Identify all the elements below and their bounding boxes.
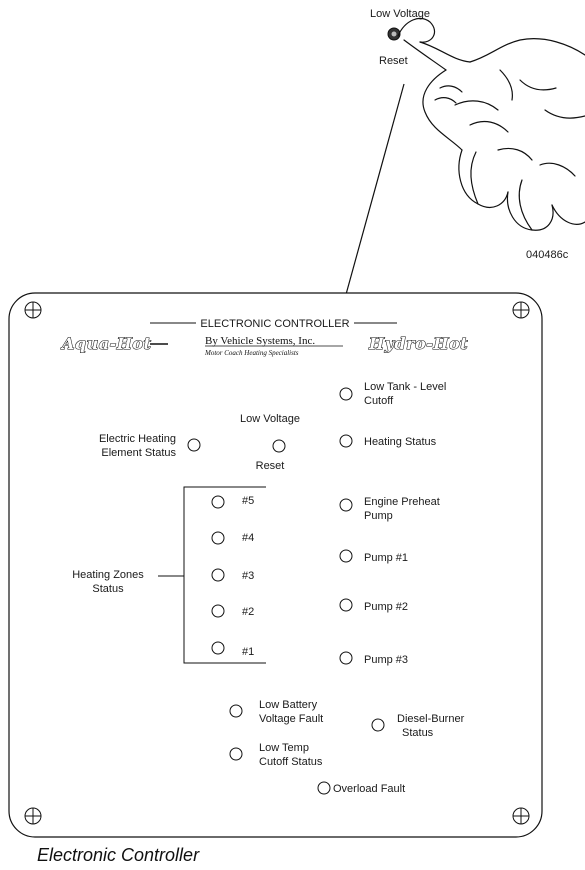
pump-1-led — [340, 550, 352, 562]
low-voltage-label: Low Voltage — [240, 413, 300, 425]
low-battery-led — [230, 705, 242, 717]
low-battery-label-line2: Voltage Fault — [259, 713, 323, 725]
zone-3-led — [212, 569, 224, 581]
pump-1-label: Pump #1 — [364, 552, 408, 564]
low-temp-led — [230, 748, 242, 760]
electric-heating-label-line1: Electric Heating — [99, 433, 176, 445]
zone-3-label: #3 — [242, 570, 254, 582]
zone-4-label: #4 — [242, 532, 254, 544]
heating-zones-label-line2: Status — [92, 583, 124, 595]
low-tank-label-line1: Low Tank - Level — [364, 381, 446, 393]
pump-2-led — [340, 599, 352, 611]
low-battery-label-line1: Low Battery — [259, 699, 318, 711]
diesel-burner-label-line1: Diesel-Burner — [397, 713, 465, 725]
screw-icon — [25, 808, 41, 824]
low-temp-label-line2: Cutoff Status — [259, 756, 323, 768]
part-number: 040486c — [526, 249, 569, 261]
overload-fault-led — [318, 782, 330, 794]
low-tank-led — [340, 388, 352, 400]
zone-1-led — [212, 642, 224, 654]
overload-fault-label: Overload Fault — [333, 783, 405, 795]
zone-2-led — [212, 605, 224, 617]
diesel-burner-led — [372, 719, 384, 731]
zone-2-label: #2 — [242, 606, 254, 618]
low-tank-label-line2: Cutoff — [364, 395, 394, 407]
heating-status-led — [340, 435, 352, 447]
figure-caption: Electronic Controller — [37, 845, 200, 865]
controller-panel: ELECTRONIC CONTROLLER Aqua-Hot Hydro-Hot… — [9, 293, 542, 837]
screw-icon — [513, 808, 529, 824]
zone-4-led — [212, 532, 224, 544]
diesel-burner-label-line2: Status — [402, 727, 434, 739]
engine-preheat-label-line2: Pump — [364, 510, 393, 522]
zone-1-label: #1 — [242, 646, 254, 658]
brand-left-logo: Aqua-Hot — [60, 334, 152, 353]
heating-zones-label-line1: Heating Zones — [72, 569, 144, 581]
brand-right-logo: Hydro-Hot — [368, 334, 468, 353]
low-temp-label-line1: Low Temp — [259, 742, 309, 754]
engine-preheat-label-line1: Engine Preheat — [364, 496, 440, 508]
switch-bottom-label: Reset — [379, 55, 408, 67]
hand-icon — [398, 18, 585, 230]
screw-icon — [513, 302, 529, 318]
electric-heating-label-line2: Element Status — [101, 447, 176, 459]
zone-5-led — [212, 496, 224, 508]
header-title: ELECTRONIC CONTROLLER — [200, 318, 349, 330]
engine-preheat-led — [340, 499, 352, 511]
maker-name: By Vehicle Systems, Inc. — [205, 335, 315, 347]
screw-icon — [25, 302, 41, 318]
heating-status-label: Heating Status — [364, 436, 437, 448]
zone-5-label: #5 — [242, 495, 254, 507]
tagline: Motor Coach Heating Specialists — [204, 349, 299, 357]
toggle-switch-knob-icon — [392, 32, 397, 37]
pump-2-label: Pump #2 — [364, 601, 408, 613]
reset-switch[interactable] — [273, 440, 285, 452]
reset-label: Reset — [256, 460, 285, 472]
pump-3-label: Pump #3 — [364, 654, 408, 666]
pump-3-led — [340, 652, 352, 664]
electric-heating-led — [188, 439, 200, 451]
